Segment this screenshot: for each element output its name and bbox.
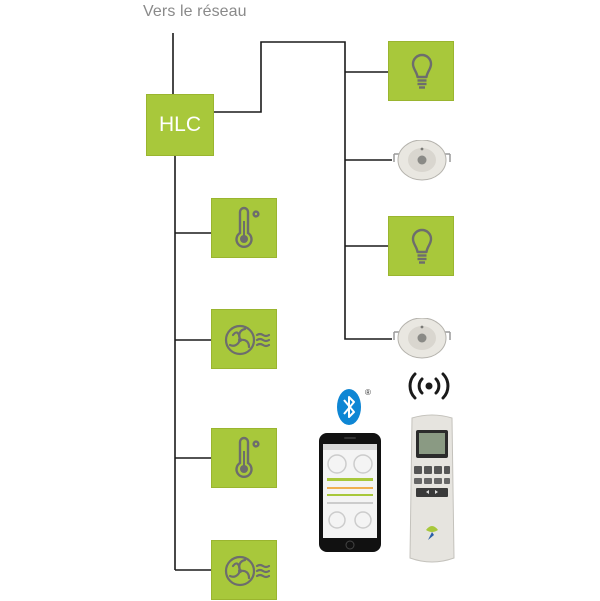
fan-coil-icon bbox=[224, 324, 271, 356]
thermometer-icon bbox=[235, 436, 260, 478]
network-label: Vers le réseau bbox=[143, 3, 247, 20]
bluetooth-registered-mark: ® bbox=[365, 388, 371, 397]
fan-coil-node-1 bbox=[211, 309, 277, 369]
presence-sensor-icon bbox=[393, 318, 451, 359]
fan-coil-icon bbox=[224, 555, 271, 587]
wireless-signal-icon bbox=[408, 372, 450, 400]
light-node-1 bbox=[388, 41, 454, 101]
temperature-node-1 bbox=[211, 198, 277, 258]
lightbulb-icon bbox=[411, 53, 433, 89]
thermometer-icon bbox=[235, 206, 260, 248]
hlc-label: HLC bbox=[158, 113, 201, 136]
temperature-node-2 bbox=[211, 428, 277, 488]
fan-coil-node-2 bbox=[211, 540, 277, 600]
remote-control bbox=[409, 414, 455, 563]
bluetooth-icon: ® bbox=[337, 388, 371, 425]
presence-sensor-icon bbox=[393, 140, 451, 181]
hlc-controller: HLC bbox=[146, 94, 214, 156]
lightbulb-icon bbox=[411, 228, 433, 264]
smartphone-app bbox=[319, 433, 381, 552]
light-node-2 bbox=[388, 216, 454, 276]
